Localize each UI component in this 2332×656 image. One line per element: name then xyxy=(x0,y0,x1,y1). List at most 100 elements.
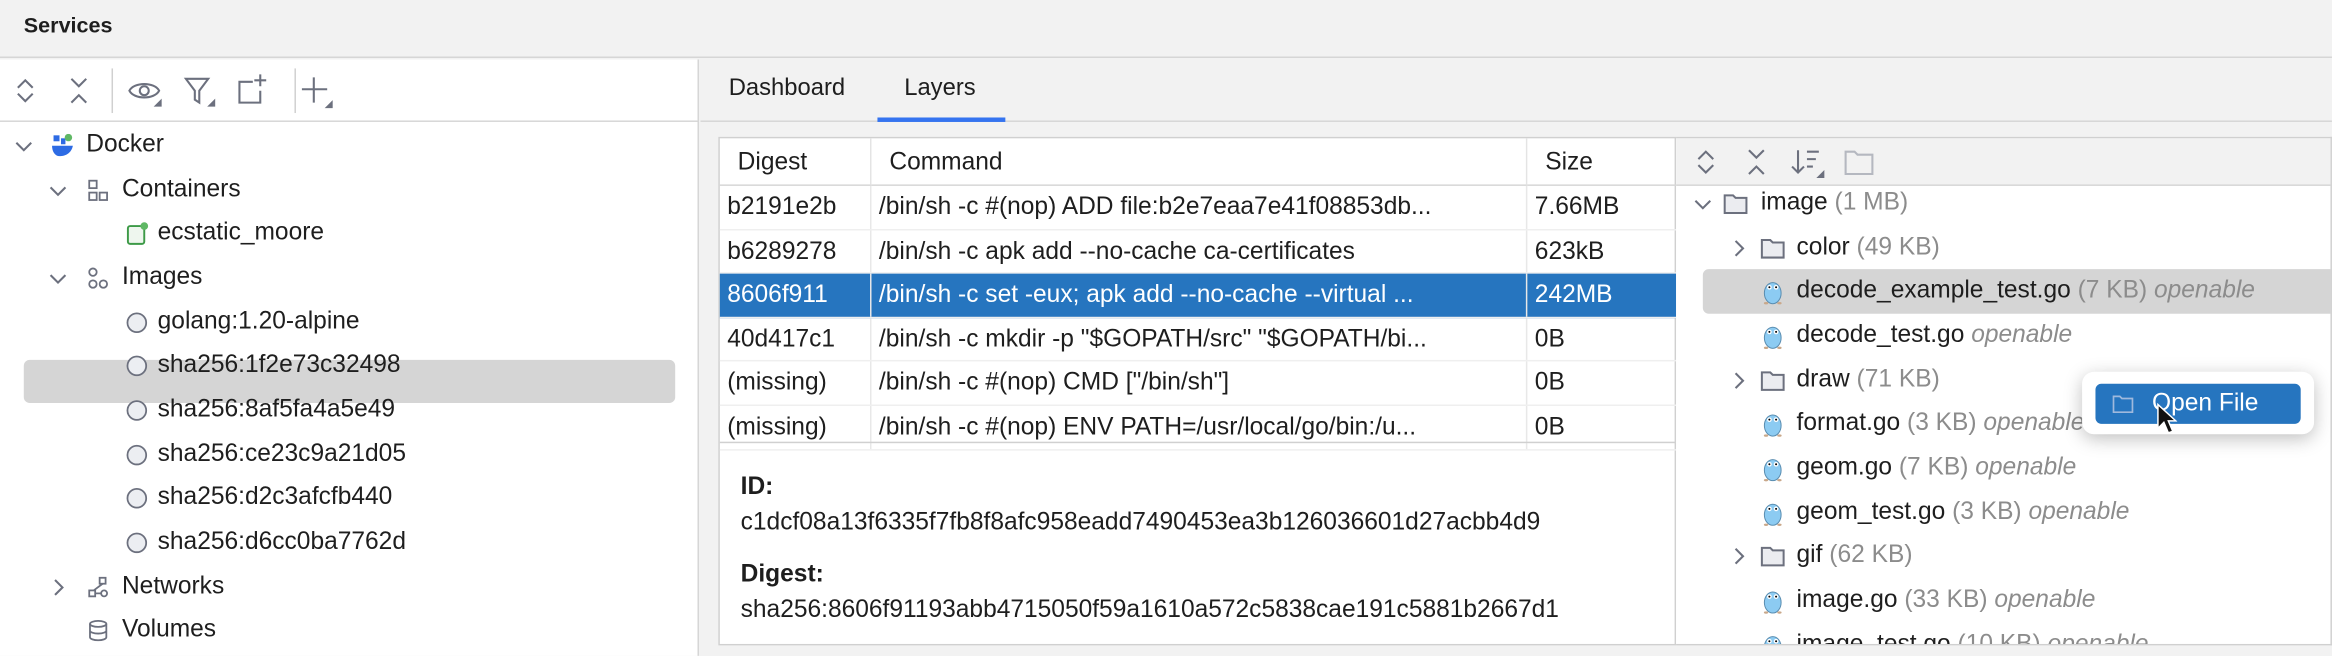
collapse-all-icon[interactable] xyxy=(61,73,97,109)
tree-item-image[interactable]: sha256:ce23c9a21d05 xyxy=(0,432,699,475)
column-header-command[interactable]: Command xyxy=(871,138,1528,186)
table-row[interactable]: b6289278 /bin/sh -c apk add --no-cache c… xyxy=(719,229,1677,274)
tree-item-label: sha256:ce23c9a21d05 xyxy=(157,439,406,467)
chevron-down-icon[interactable] xyxy=(46,178,70,202)
file-name: gif xyxy=(1796,541,1823,569)
file-tree-item[interactable]: geom_test.go (3 KB) openable xyxy=(1676,490,2330,534)
table-row[interactable]: 40d417c1 /bin/sh -c mkdir -p "$GOPATH/sr… xyxy=(719,317,1677,362)
tree-item-label: sha256:d2c3afcfb440 xyxy=(157,483,393,511)
table-row[interactable]: 8606f911 /bin/sh -c set -eux; apk add --… xyxy=(719,273,1677,318)
file-tree-item[interactable]: image_test.go (10 KB) openable xyxy=(1676,622,2330,646)
docker-icon xyxy=(52,133,73,157)
add-icon[interactable] xyxy=(297,73,333,109)
chevron-right-icon[interactable] xyxy=(1727,368,1751,392)
file-size: (49 KB) xyxy=(1856,232,1940,260)
mouse-cursor-icon xyxy=(2157,403,2178,434)
tree-item-label: Containers xyxy=(121,174,241,202)
file-tag: openable xyxy=(2047,629,2149,646)
file-tree-item[interactable]: image.go (33 KB) openable xyxy=(1676,578,2330,622)
image-icon xyxy=(126,488,148,509)
tree-item-label: sha256:d6cc0ba7762d xyxy=(157,527,406,555)
sort-icon[interactable] xyxy=(1789,144,1825,180)
tree-item-volumes[interactable]: Volumes xyxy=(0,608,699,651)
go-file-icon xyxy=(1763,414,1782,438)
tree-item-image[interactable]: sha256:d2c3afcfb440 xyxy=(0,476,699,519)
file-tree-item[interactable]: decode_example_test.go (7 KB) openable xyxy=(1702,269,2331,314)
expand-all-icon[interactable] xyxy=(1688,144,1724,180)
image-icon xyxy=(126,311,148,333)
cell-command: /bin/sh -c mkdir -p "$GOPATH/src" "$GOPA… xyxy=(871,317,1528,361)
cell-size: 623kB xyxy=(1534,237,1605,265)
title-bar: Services xyxy=(0,0,2332,59)
go-file-icon xyxy=(1763,282,1782,305)
new-group-icon[interactable] xyxy=(233,73,269,109)
tree-item-image[interactable]: golang:1.20-alpine xyxy=(0,300,699,343)
networks-icon xyxy=(88,576,108,597)
tree-item-container[interactable]: ecstatic_moore xyxy=(0,212,699,255)
table-row[interactable]: (missing) /bin/sh -c #(nop) ENV PATH=/us… xyxy=(719,406,1677,450)
id-label: ID: xyxy=(740,472,774,500)
go-file-icon xyxy=(1763,326,1782,349)
tree-item-images[interactable]: Images xyxy=(0,256,699,299)
go-file-icon xyxy=(1763,458,1782,482)
cell-size: 7.66MB xyxy=(1534,193,1620,221)
tree-item-label: Networks xyxy=(121,571,225,599)
tree-item-label: Docker xyxy=(86,130,164,158)
cell-size: 0B xyxy=(1534,413,1565,441)
cell-digest: b6289278 xyxy=(720,229,872,273)
filter-icon[interactable] xyxy=(180,73,216,109)
file-tag: openable xyxy=(2153,277,2255,304)
tree-item-image[interactable]: sha256:8af5fa4a5e49 xyxy=(0,388,699,431)
eye-icon[interactable] xyxy=(126,73,162,109)
file-name: color xyxy=(1796,232,1850,260)
file-tag: openable xyxy=(2028,497,2130,525)
file-tree-item[interactable]: draw (71 KB) xyxy=(1676,358,2330,402)
cell-digest: 8606f911 xyxy=(720,273,872,317)
menu-item-open-file[interactable]: Open File xyxy=(2095,383,2301,424)
container-icon xyxy=(126,222,149,246)
file-tag: openable xyxy=(1975,453,2077,481)
file-tree-item[interactable]: format.go (3 KB) openable xyxy=(1676,402,2330,446)
chevron-right-icon[interactable] xyxy=(1727,545,1751,569)
tree-item-docker[interactable]: Docker xyxy=(0,123,699,166)
tree-item-label: ecstatic_moore xyxy=(157,219,325,246)
file-size: (71 KB) xyxy=(1856,365,1940,393)
tab-layers[interactable]: Layers xyxy=(904,75,976,102)
image-icon xyxy=(126,400,148,421)
file-size: (33 KB) xyxy=(1904,585,1988,613)
file-tree-item[interactable]: image (1 MB) xyxy=(1676,181,2330,225)
id-value: c1dcf08a13f6335f7fb8f8afc958eadd7490453e… xyxy=(740,508,1541,536)
file-tree-item[interactable]: decode_test.go openable xyxy=(1676,314,2330,358)
tab-dashboard[interactable]: Dashboard xyxy=(728,75,846,102)
digest-value: sha256:8606f91193abb4715050f59a1610a572c… xyxy=(740,596,1559,624)
cell-size: 0B xyxy=(1534,369,1565,397)
chevron-right-icon[interactable] xyxy=(46,575,70,599)
collapse-all-icon[interactable] xyxy=(1739,144,1775,180)
tree-item-image[interactable]: sha256:d6cc0ba7762d xyxy=(0,520,699,563)
table-row[interactable]: (missing) /bin/sh -c #(nop) CMD ["/bin/s… xyxy=(719,361,1677,406)
chevron-down-icon[interactable] xyxy=(12,134,36,158)
tree-item-label: golang:1.20-alpine xyxy=(157,307,360,335)
tree-item-containers[interactable]: Containers xyxy=(0,168,699,211)
table-row[interactable]: b2191e2b /bin/sh -c #(nop) ADD file:b2e7… xyxy=(719,185,1677,230)
file-tree-item[interactable]: color (49 KB) xyxy=(1676,226,2330,270)
toolbar-divider xyxy=(111,68,114,114)
column-header-digest[interactable]: Digest xyxy=(719,138,872,186)
cell-command: /bin/sh -c apk add --no-cache ca-certifi… xyxy=(871,229,1528,273)
chevron-down-icon[interactable] xyxy=(46,266,70,290)
chevron-right-icon[interactable] xyxy=(1727,236,1751,260)
file-tree-item[interactable]: geom.go (7 KB) openable xyxy=(1676,446,2330,490)
tree-item-networks[interactable]: Networks xyxy=(0,564,699,607)
tree-item-label: sha256:1f2e73c32498 xyxy=(157,351,401,379)
file-tree-item[interactable]: gif (62 KB) xyxy=(1676,534,2330,578)
tree-item-image[interactable]: sha256:1f2e73c32498 xyxy=(0,344,699,387)
expand-all-icon[interactable] xyxy=(7,73,43,109)
chevron-down-icon[interactable] xyxy=(1691,192,1715,216)
volumes-icon xyxy=(89,620,108,642)
go-file-icon xyxy=(1763,591,1782,614)
images-icon xyxy=(88,267,108,289)
column-header-size[interactable]: Size xyxy=(1527,138,1677,186)
file-size: (10 KB) xyxy=(1957,629,2041,646)
folder-icon[interactable] xyxy=(1841,144,1877,180)
file-name: decode_test.go xyxy=(1796,321,1965,348)
